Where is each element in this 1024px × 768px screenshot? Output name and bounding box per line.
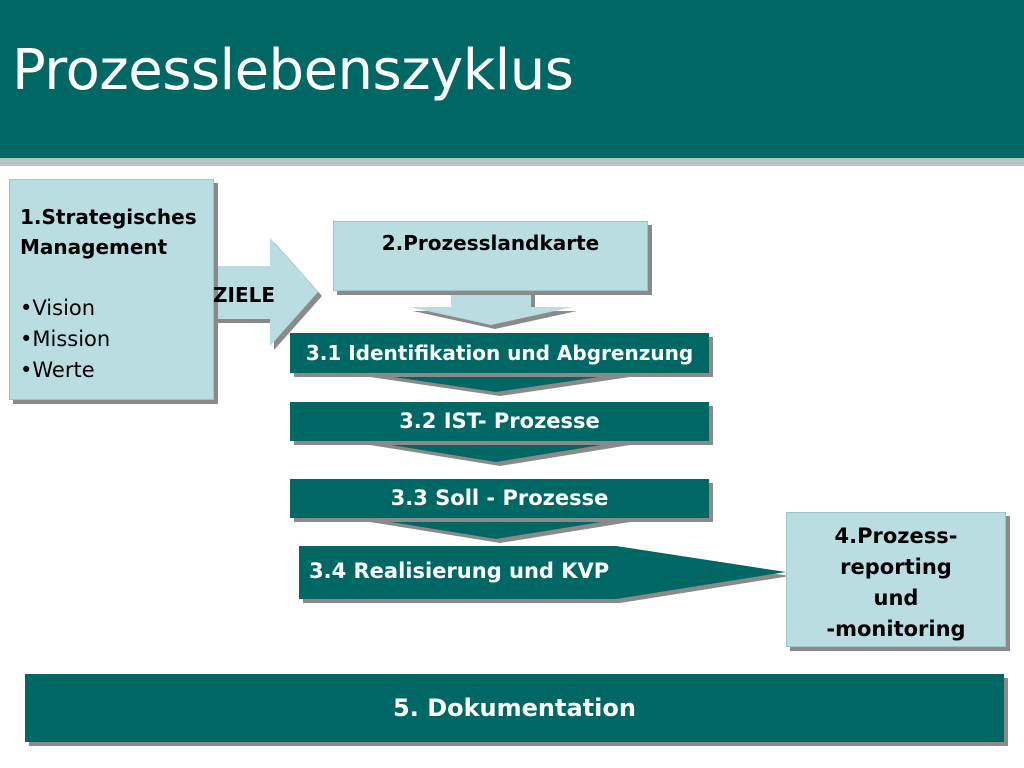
- list-item-vision: •Vision: [20, 296, 96, 320]
- ziele-label: ZIELE: [213, 283, 276, 307]
- reporting-monitoring-box: 4.Prozess- reporting und -monitoring: [786, 512, 1006, 647]
- step-3-1-box: 3.1 Identifikation und Abgrenzung: [290, 333, 709, 373]
- prozesslandkarte-down-arrow: [409, 287, 573, 325]
- reporting-line-2: reporting: [840, 555, 952, 579]
- reporting-line-4: -monitoring: [826, 617, 966, 641]
- dokumentation-bar: 5. Dokumentation: [25, 674, 1004, 742]
- arrow-3-3: [366, 518, 626, 539]
- strategic-management-box: 1.Strategisches Management •Vision •Miss…: [9, 179, 214, 400]
- step-3-2-box: 3.2 IST- Prozesse: [290, 402, 709, 441]
- step-3-3-box: 3.3 Soll - Prozesse: [290, 479, 709, 518]
- step-3-4-arrow: [299, 546, 786, 599]
- step-3-4-label: 3.4 Realisierung und KVP: [309, 559, 610, 583]
- strategic-management-heading-line1: 1.Strategisches: [20, 205, 197, 229]
- list-item-mission: •Mission: [20, 327, 111, 351]
- strategic-management-heading-line2: Management: [20, 235, 168, 259]
- title-bar: Prozesslebenszyklus: [0, 0, 1024, 158]
- reporting-line-1: 4.Prozess-: [834, 524, 958, 548]
- reporting-line-3: und: [873, 586, 919, 610]
- title-bar-shadow: [0, 158, 1024, 166]
- ziele-arrow: [214, 238, 318, 346]
- list-item-werte: •Werte: [20, 358, 95, 382]
- page-title: Prozesslebenszyklus: [12, 38, 574, 103]
- prozesslandkarte-box: 2.Prozesslandkarte: [333, 221, 648, 291]
- arrow-3-1: [366, 373, 626, 392]
- arrow-3-2: [366, 441, 626, 462]
